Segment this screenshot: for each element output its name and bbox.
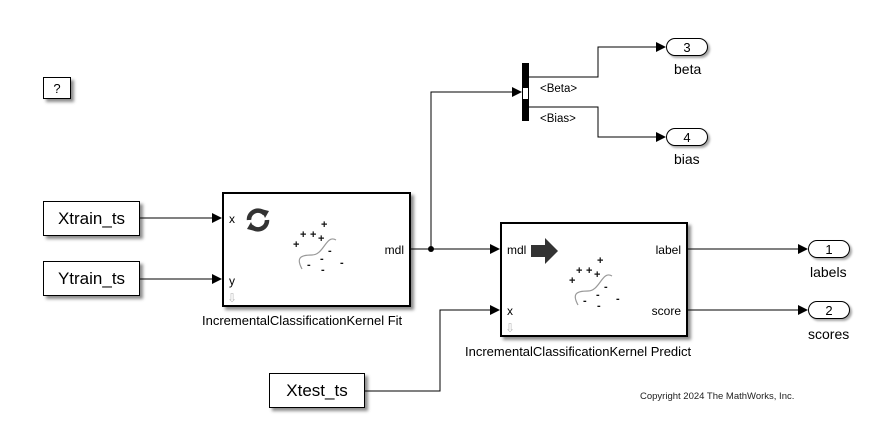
source-xtrain-ts[interactable]: Xtrain_ts xyxy=(43,201,140,236)
predict-block[interactable]: mdl x label score +++ ++ --- -- ⇩ xyxy=(500,222,688,337)
bus-signal-beta: <Beta> xyxy=(540,83,578,95)
svg-text:+: + xyxy=(586,265,592,277)
fit-input-port-x: x xyxy=(229,212,235,226)
fit-sample-time-arrow-icon: ⇩ xyxy=(227,291,238,305)
svg-text:-: - xyxy=(321,264,325,276)
predict-input-port-mdl: mdl xyxy=(507,243,527,257)
outport-label-bias: bias xyxy=(674,151,700,167)
outport-label-labels: labels xyxy=(810,264,847,280)
bus-selector[interactable] xyxy=(522,63,529,121)
svg-text:+: + xyxy=(321,219,327,231)
outport-number: 4 xyxy=(683,129,691,145)
source-label: Ytrain_ts xyxy=(57,268,126,288)
predict-output-port-label: label xyxy=(655,243,681,257)
classifier-glyph-icon: +++ ++ --- -- xyxy=(293,219,344,276)
source-xtest-ts[interactable]: Xtest_ts xyxy=(269,373,365,408)
fit-block[interactable]: x y mdl +++ ++ --- -- ⇩ xyxy=(222,192,411,307)
outport-2[interactable]: 2 xyxy=(808,301,850,319)
svg-text:+: + xyxy=(293,239,299,251)
classifier-glyph-icon: +++ ++ --- -- xyxy=(569,255,620,312)
outport-3[interactable]: 3 xyxy=(666,38,708,56)
fit-input-port-y: y xyxy=(229,274,235,288)
copyright-text: Copyright 2024 The MathWorks, Inc. xyxy=(640,391,795,402)
source-ytrain-ts[interactable]: Ytrain_ts xyxy=(43,261,140,296)
svg-text:+: + xyxy=(594,269,600,281)
arrow-right-icon xyxy=(531,238,558,264)
predict-output-port-score: score xyxy=(651,304,681,318)
wire-mdl-to-bus-selector[interactable] xyxy=(430,87,522,249)
predict-input-port-x: x xyxy=(507,304,513,318)
svg-text:-: - xyxy=(320,253,324,265)
svg-text:-: - xyxy=(616,293,620,305)
outport-label-scores: scores xyxy=(808,326,850,342)
source-label: Xtest_ts xyxy=(286,380,348,400)
branch-junction xyxy=(428,246,434,252)
svg-text:+: + xyxy=(310,229,316,241)
outport-1[interactable]: 1 xyxy=(808,240,850,258)
source-label: Xtrain_ts xyxy=(57,208,126,228)
outport-number: 3 xyxy=(683,39,691,55)
predict-sample-time-arrow-icon: ⇩ xyxy=(505,321,516,335)
wire-bias-to-outport[interactable] xyxy=(529,106,666,142)
help-block[interactable]: ? xyxy=(43,77,71,99)
svg-text:+: + xyxy=(300,229,306,241)
bus-selector-port-marker xyxy=(523,87,528,99)
outport-4[interactable]: 4 xyxy=(666,128,708,146)
svg-text:-: - xyxy=(340,257,344,269)
wire-beta-to-outport[interactable] xyxy=(529,42,666,78)
help-block-label: ? xyxy=(53,80,61,96)
svg-text:-: - xyxy=(583,295,587,307)
refresh-icon xyxy=(246,208,270,232)
svg-text:+: + xyxy=(318,233,324,245)
fit-output-port-mdl: mdl xyxy=(384,243,404,257)
bus-signal-bias: <Bias> xyxy=(540,113,576,125)
wire-xtest-to-predict[interactable] xyxy=(365,305,500,392)
predict-block-name[interactable]: IncrementalClassificationKernel Predict xyxy=(465,344,692,359)
outport-number: 1 xyxy=(825,241,833,257)
fit-block-name[interactable]: IncrementalClassificationKernel Fit xyxy=(202,313,403,328)
svg-text:+: + xyxy=(569,275,575,287)
svg-text:+: + xyxy=(597,255,603,267)
svg-text:-: - xyxy=(604,281,608,293)
outport-number: 2 xyxy=(825,302,833,318)
svg-text:+: + xyxy=(576,265,582,277)
svg-text:-: - xyxy=(596,289,600,301)
svg-text:-: - xyxy=(328,245,332,257)
svg-text:-: - xyxy=(597,300,601,312)
svg-text:-: - xyxy=(307,259,311,271)
outport-label-beta: beta xyxy=(674,61,702,77)
